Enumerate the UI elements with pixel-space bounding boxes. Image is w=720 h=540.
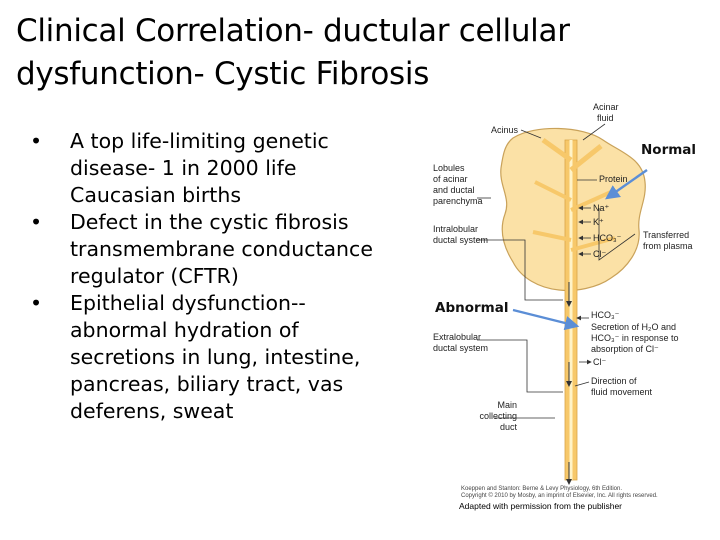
bullet-marker: • [30,210,43,234]
label-acinus: Acinus [491,125,519,135]
title-line-2: dysfunction- Cystic Fibrosis [16,56,430,92]
duct-branch [570,190,612,212]
label-text: ductal system [433,235,489,245]
label-na: Na⁺ [593,203,610,213]
title-line-1: Clinical Correlation- ductular cellular [16,13,570,49]
abnormal-callout-arrow [512,308,580,331]
bullet-text: transmembrane conductance [70,237,373,261]
duct-branch [532,230,572,242]
label-transferred: Transferred from plasma [643,230,693,252]
bullet-marker: • [30,291,43,315]
pointer-acinar-fluid [582,123,606,141]
label-extralobular: Extralobular ductal system [433,332,488,354]
bullet-text: Caucasian births [70,183,241,207]
label-text: collecting [479,411,517,421]
normal-callout-arrow [605,169,648,200]
slide-title: Clinical Correlation- ductular cellular … [16,10,706,96]
label-text: fluid movement [591,387,653,397]
duct-branch [570,236,616,252]
pointer-acinus [520,129,542,139]
label-text: parenchyma [433,196,483,206]
label-text: Intralobular [433,224,479,234]
label-acinar-fluid: Acinar fluid [593,102,619,124]
label-hco3-2: HCO₃⁻ [591,310,620,320]
duct-branch [541,137,573,163]
adapted-note: Adapted with permission from the publish… [459,501,622,511]
bullet-text: regulator (CFTR) [70,264,239,288]
label-cl-2: Cl⁻ [593,357,607,367]
bullet-item: • Defect in the cystic fibrosis transmem… [26,209,406,290]
label-cl: Cl⁻ [593,249,607,259]
bullet-text: Epithelial dysfunction-- [70,291,306,315]
label-text: fluid [597,113,614,123]
bullet-text: abnormal hydration of [70,318,299,342]
label-text: Extralobular [433,332,482,342]
normal-callout: Normal [641,142,697,158]
transferred-line [598,208,636,261]
label-text: duct [499,422,517,432]
label-text: absorption of Cl⁻ [591,344,659,354]
label-main-duct: Main collecting duct [469,400,517,433]
bullet-text: secretions in lung, intestine, [70,345,361,369]
bullet-item: • Epithelial dysfunction-- abnormal hydr… [26,290,406,425]
bullet-list: • A top life-limiting genetic disease- 1… [26,128,406,425]
bullet-text: deferens, sweat [70,399,234,423]
bullet-text: Defect in the cystic fibrosis [70,210,349,234]
label-text: HCO₃⁻ in response to [591,333,679,343]
abnormal-callout: Abnormal [435,300,509,316]
label-secretion: Secretion of H₂O and HCO₃⁻ in response t… [591,322,678,355]
duct-diagram [477,123,648,485]
label-hco3: HCO₃⁻ [593,233,622,243]
duct-branch [569,144,603,172]
pointer-direction [574,381,590,387]
label-intralobular: Intralobular ductal system [433,224,488,246]
bullet-text: A top life-limiting genetic [70,129,329,153]
figure-credit: Koeppen and Stanton: Berne & Levy Physio… [461,486,681,500]
label-lobules: Lobules of acinar and ductal parenchyma [433,163,483,207]
label-text: ductal system [433,343,489,353]
bracket-intralobular [477,239,563,301]
label-text: Lobules [433,163,465,173]
label-text: of acinar [433,174,468,184]
duct-branch [534,180,572,202]
label-text: Secretion of H₂O and [591,322,677,332]
credit-text: Copyright © 2010 by Mosby, an imprint of… [461,493,658,499]
bullet-marker: • [30,129,43,153]
label-text: and ductal [433,185,475,195]
bullet-text: pancreas, biliary tract, vas [70,372,344,396]
bullet-item: • A top life-limiting genetic disease- 1… [26,128,406,209]
label-text: Acinar [593,102,619,112]
label-text: Transferred [643,230,690,240]
credit-text: Koeppen and Stanton: Berne & Levy Physio… [461,486,622,492]
label-protein: Protein [599,174,628,184]
cftr-duct-figure: Acinar fluid Acinus Lobules of acinar an… [415,100,715,520]
bracket-extralobular [477,339,563,393]
bullet-text: disease- 1 in 2000 life [70,156,297,180]
label-text: Main [497,400,517,410]
label-text: from plasma [643,241,693,251]
label-direction: Direction of fluid movement [591,376,652,398]
label-k: K⁺ [593,217,604,227]
label-text: Direction of [591,376,637,386]
